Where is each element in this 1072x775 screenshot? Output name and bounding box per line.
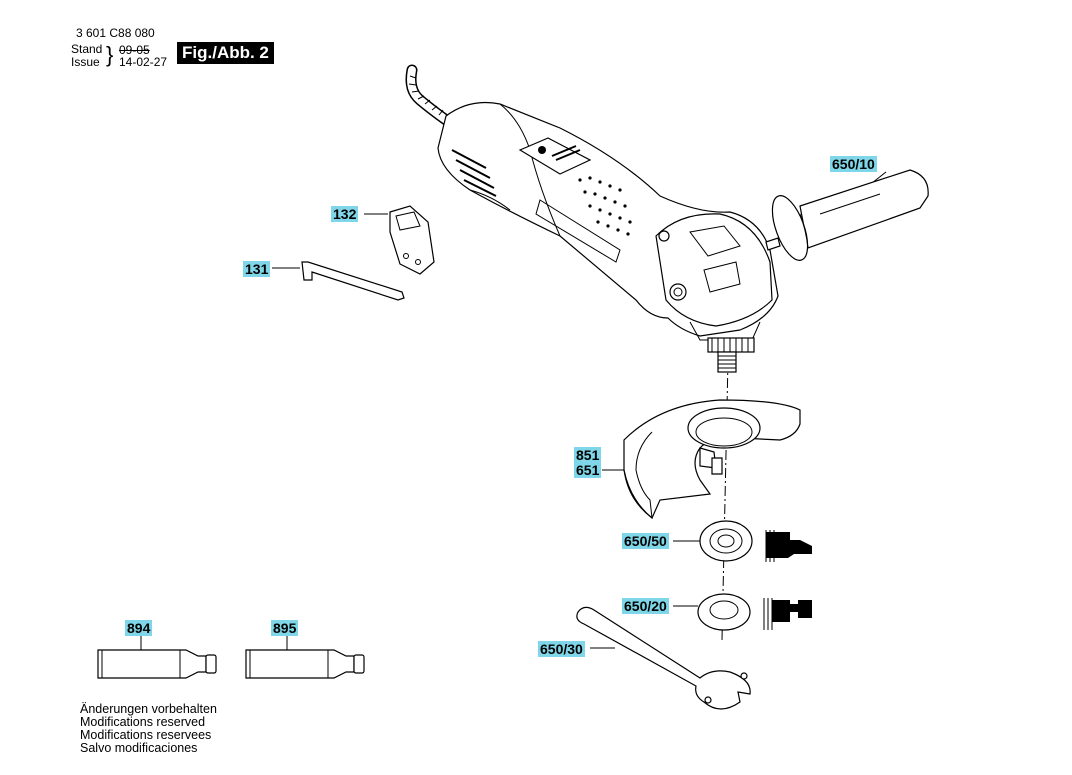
issue-label: Issue (71, 55, 100, 69)
mounting-flange (699, 520, 812, 562)
callout-651[interactable]: 651 (574, 462, 602, 478)
hex-key-131 (301, 261, 405, 301)
note-de: Änderungen vorbehalten (80, 702, 217, 716)
callout-131[interactable]: 131 (243, 261, 271, 277)
auxiliary-handle (765, 169, 929, 261)
callout-650-20[interactable]: 650/20 (622, 598, 669, 614)
stand-date: 09-05 (119, 43, 150, 57)
bracket-132 (389, 205, 435, 275)
note-fr: Modifications reservees (80, 728, 212, 742)
brace: } (106, 42, 114, 67)
part-number: 3 601 C88 080 (76, 26, 155, 40)
angle-grinder (437, 101, 779, 373)
clamping-nut (697, 593, 812, 631)
issue-date: 14-02-27 (119, 55, 168, 69)
center-axis (721, 359, 729, 641)
power-cord (405, 64, 452, 126)
protection-guard (623, 399, 801, 520)
callout-895[interactable]: 895 (271, 620, 299, 636)
callout-650-30[interactable]: 650/30 (538, 641, 585, 657)
callout-650-50[interactable]: 650/50 (622, 533, 669, 549)
callout-132[interactable]: 132 (331, 206, 359, 222)
callout-851[interactable]: 851 (574, 447, 602, 463)
grease-tube-895 (245, 649, 365, 679)
stand-label: Stand (71, 42, 103, 56)
note-es: Salvo modificaciones (80, 741, 198, 755)
callout-894[interactable]: 894 (125, 620, 153, 636)
figure-tag: Fig./Abb. 2 (177, 42, 274, 64)
grease-tube-894 (97, 649, 217, 679)
spanner-wrench (576, 606, 751, 710)
callout-650-10[interactable]: 650/10 (830, 156, 877, 172)
note-en: Modifications reserved (80, 715, 206, 729)
